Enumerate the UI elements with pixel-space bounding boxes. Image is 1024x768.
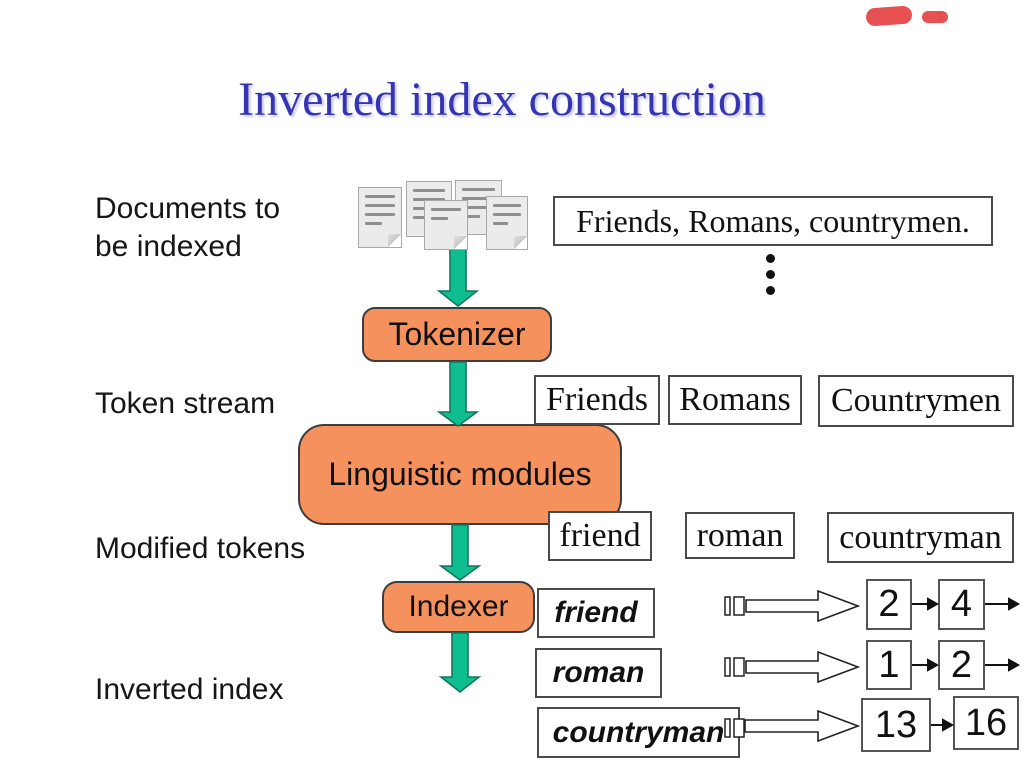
stage-tokenizer-label: Tokenizer [388, 316, 526, 352]
document-icon [424, 200, 468, 250]
label-documents-to-be-indexed: Documents to be indexed [95, 192, 281, 263]
document-icon [358, 187, 402, 248]
modified-token-box-friend: friend [548, 511, 652, 561]
token-box-friends: Friends [534, 375, 660, 425]
stage-tokenizer: Tokenizer [362, 307, 552, 362]
posting-id-box: 13 [861, 698, 931, 752]
red-annotation-mark [922, 11, 948, 23]
vertical-ellipsis-icon [766, 270, 775, 279]
posting-id-box: 2 [938, 640, 985, 690]
token-box-countrymen: Countrymen [818, 375, 1014, 427]
posting-id-box: 1 [866, 640, 912, 690]
posting-id-box: 4 [938, 579, 985, 630]
token-box-romans: Romans [668, 375, 802, 425]
red-annotation-mark [865, 5, 913, 27]
document-sentence-box: Friends, Romans, countrymen. [553, 196, 993, 246]
posting-term-box-roman: roman [535, 648, 662, 698]
modified-token-box-roman: roman [685, 512, 795, 559]
document-icon [486, 196, 528, 250]
label-inverted-index: Inverted index [95, 673, 284, 706]
posting-term-box-countryman: countryman [537, 707, 740, 758]
posting-id-box: 16 [953, 696, 1019, 750]
vertical-ellipsis-icon [766, 254, 775, 263]
stage-linguistic-modules: Linguistic modules [298, 424, 622, 525]
label-modified-tokens: Modified tokens [95, 532, 306, 565]
stage-indexer-label: Indexer [408, 590, 509, 623]
posting-id-box: 2 [866, 579, 912, 630]
posting-term-box-friend: friend [537, 588, 655, 638]
stage-indexer: Indexer [382, 581, 535, 633]
stage-linguistic-modules-label: Linguistic modules [328, 456, 592, 492]
slide-title: Inverted index construction [238, 73, 766, 126]
label-token-stream: Token stream [95, 387, 276, 420]
vertical-ellipsis-icon [766, 286, 775, 295]
big-right-arrow-icon [744, 589, 861, 743]
modified-token-box-countryman: countryman [827, 512, 1014, 563]
